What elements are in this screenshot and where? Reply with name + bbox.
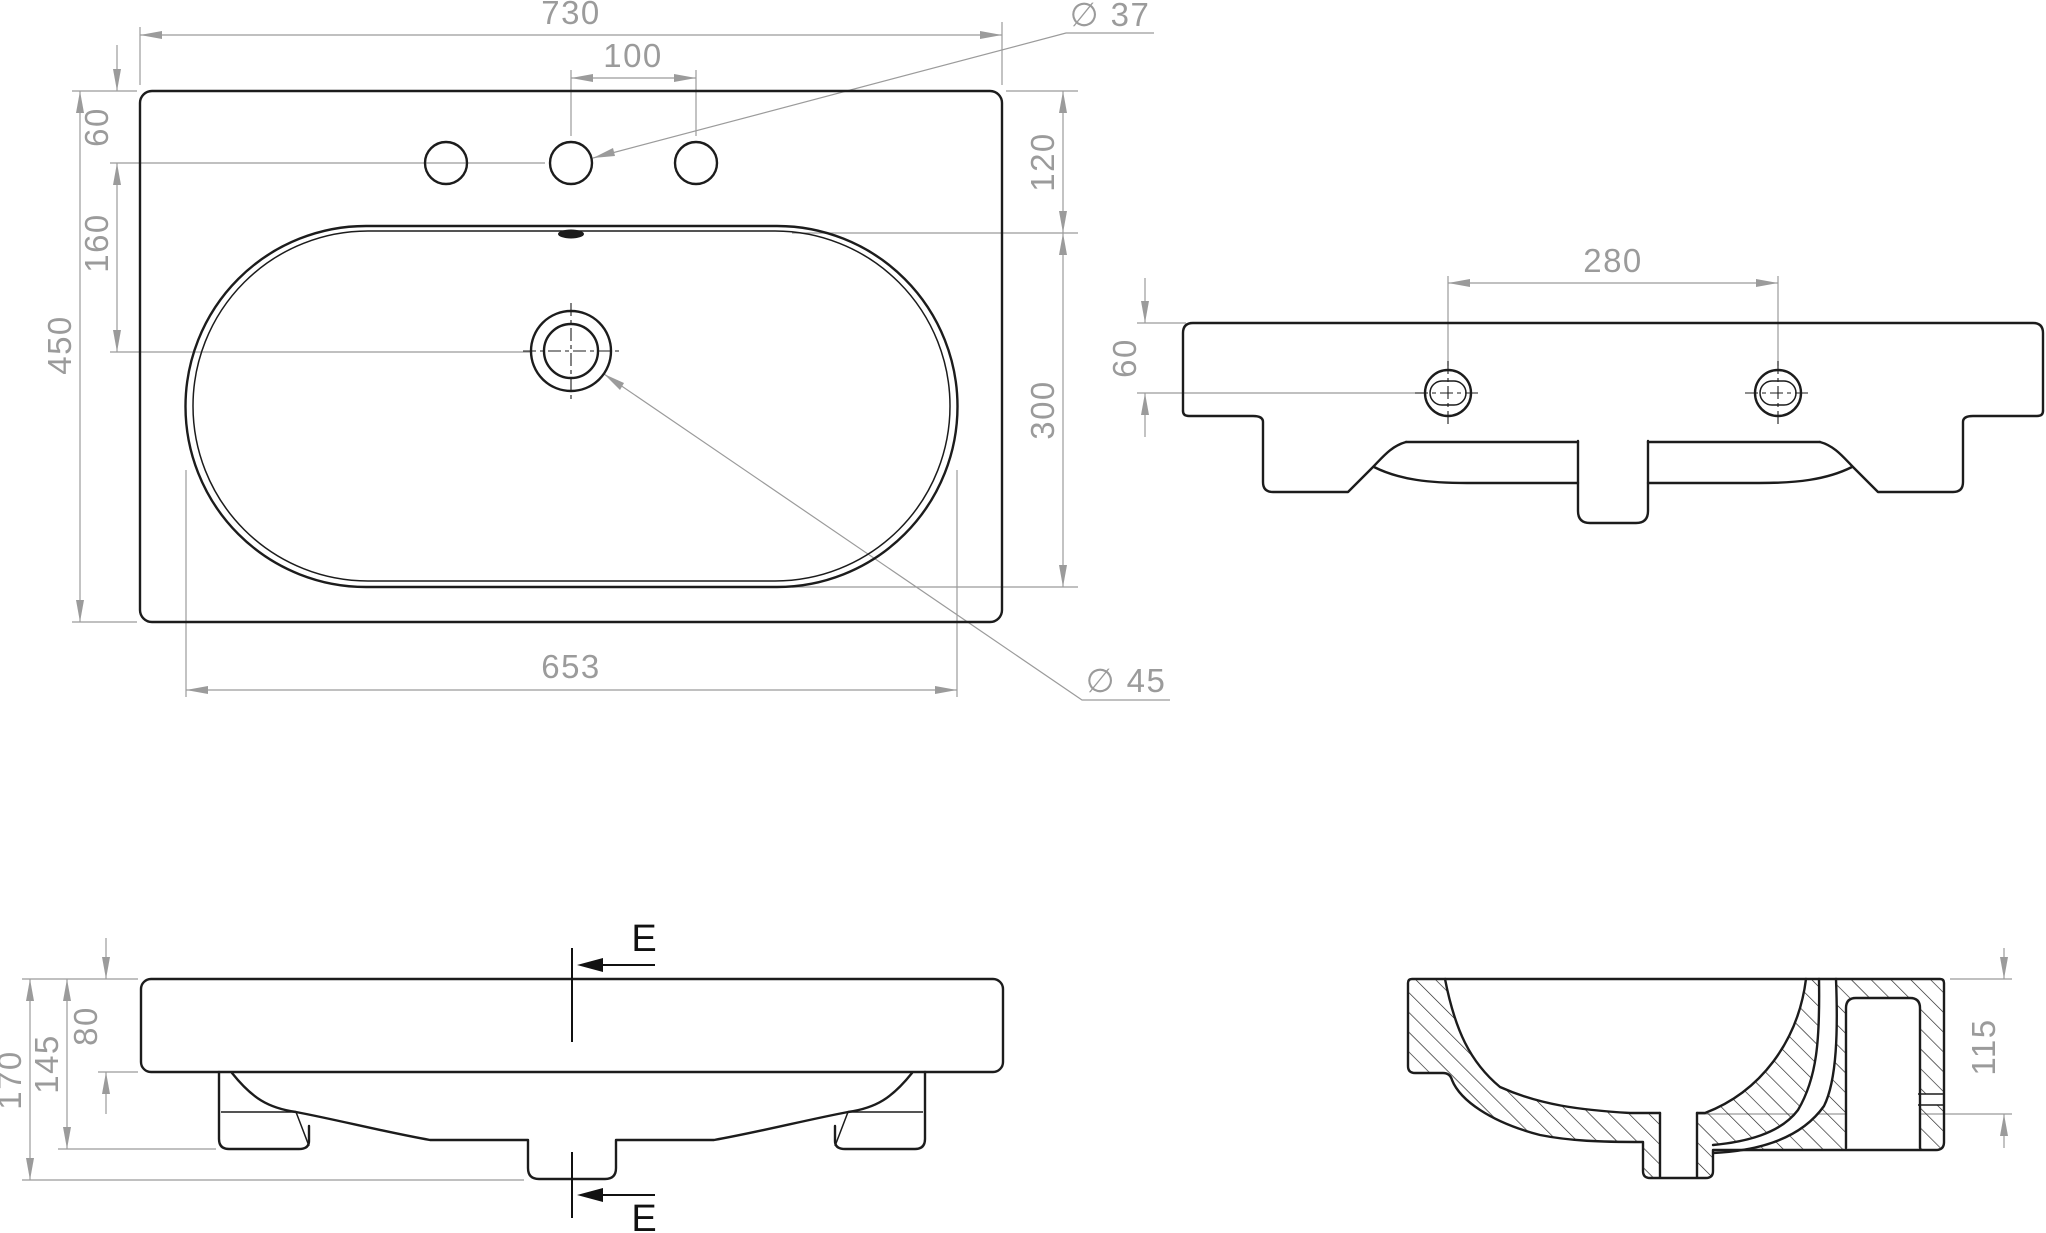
plan-basin-outer-edge: [184, 224, 959, 589]
rear-view: 280 60: [1106, 242, 2045, 525]
dim-faucet-holes-to-drain: 160: [78, 213, 115, 273]
front-view: E E 80 145 170: [0, 918, 1005, 1233]
section-arrow-bottom: [577, 1188, 603, 1202]
section-drain-bore-void: [1660, 1113, 1697, 1181]
section-label-bottom: E: [631, 1198, 656, 1233]
rear-bowl-underside-line: [1372, 465, 1854, 485]
section-pocket-void: [1846, 998, 1920, 1150]
front-left-bracket-detail: [221, 1111, 310, 1147]
section-label-top: E: [631, 918, 656, 960]
plan-view: 730 100 ∅ 37 60 160 450 120 300 653 ∅ 45: [41, 0, 1170, 701]
arrow-280-left: [1448, 279, 1470, 287]
arrow-100-right: [674, 74, 696, 82]
plan-basin-inner-edge: [192, 230, 951, 582]
section-geometry: [1406, 977, 1946, 1181]
front-left-bracket: [217, 1070, 311, 1151]
leader-drain-diameter: [603, 373, 1170, 701]
plan-dimension-lines: [72, 22, 1170, 701]
arrow-drain-diameter: [604, 374, 624, 390]
arrow-faucet-diameter: [593, 148, 615, 158]
dim-overall-width: 730: [541, 0, 601, 31]
section-ee-view: 115: [1406, 948, 2012, 1181]
front-dimension-lines: [22, 938, 524, 1181]
arrow-145-bottom: [63, 1127, 71, 1149]
arrow-60-top: [113, 69, 121, 91]
section-overflow-duct-void: [1713, 979, 1837, 1153]
leader-faucet-diameter: [592, 32, 1154, 159]
section-wall-groove-lines: [1918, 1093, 1944, 1106]
faucet-hole-center: [548, 140, 594, 186]
dim-rim-thickness: 80: [67, 1006, 104, 1046]
dim-basin-front-to-back: 300: [1024, 380, 1061, 440]
section-drain-bore-walls: [1658, 1111, 1699, 1179]
plan-dimension-texts: 730 100 ∅ 37 60 160 450 120 300 653 ∅ 45: [41, 0, 1167, 699]
arrow-160-top: [113, 163, 121, 185]
arrow-145-top: [63, 979, 71, 1001]
dim-rim-to-faucet-holes: 60: [78, 107, 115, 147]
rear-dimension-lines: [1137, 276, 1779, 437]
overflow-slot-mark: [558, 229, 584, 239]
arrow-300-bottom: [1059, 565, 1067, 587]
dim-basin-inner-depth: 115: [1965, 1018, 2002, 1075]
rear-drain-box: [1576, 439, 1650, 525]
section-cut-marks: E E: [571, 918, 657, 1233]
dim-top-to-bracket-bottom: 145: [28, 1034, 65, 1094]
arrow-280-right: [1756, 279, 1778, 287]
arrow-653-left: [186, 686, 208, 694]
arrow-160-bottom: [113, 330, 121, 352]
arrow-450-top: [76, 91, 84, 113]
arrow-300-top: [1059, 233, 1067, 255]
dim-rim-to-basin: 120: [1024, 132, 1061, 192]
arrow-60-rear-top: [1141, 301, 1149, 323]
dim-overall-depth: 450: [41, 315, 78, 375]
section-basin-profile: [1443, 977, 1808, 1115]
front-right-bracket: [833, 1070, 927, 1151]
section-arrow-top: [577, 958, 603, 972]
arrow-115-top: [2000, 957, 2008, 979]
arrow-80-bottom: [102, 1072, 110, 1094]
arrow-653-right: [935, 686, 957, 694]
front-dimension-texts: 80 145 170: [0, 1006, 104, 1110]
arrow-170-bottom: [26, 1158, 34, 1180]
dim-top-to-mounting-holes: 60: [1106, 338, 1143, 378]
rear-dimension-texts: 280 60: [1106, 242, 1643, 378]
arrow-115-bottom: [2000, 1114, 2008, 1136]
section-outer-profile: [1406, 977, 1946, 1180]
plan-rim-outline: [138, 89, 1004, 624]
dim-overall-height: 170: [0, 1050, 28, 1110]
faucet-hole-right: [673, 140, 719, 186]
rear-fascia-outline: [1181, 321, 2045, 413]
dim-faucet-hole-diameter: ∅ 37: [1070, 0, 1151, 33]
dim-mounting-hole-spacing: 280: [1583, 242, 1643, 279]
dim-basin-width: 653: [541, 648, 601, 685]
arrow-80-top: [102, 957, 110, 979]
arrow-120-top: [1059, 91, 1067, 113]
plan-geometry: [138, 89, 1004, 624]
rear-left-notch: [1181, 409, 1408, 494]
dim-faucet-hole-spacing: 100: [603, 37, 663, 74]
faucet-hole-left: [423, 140, 469, 186]
section-pocket-outline: [1844, 996, 1922, 1150]
rear-geometry: [1181, 321, 2045, 525]
section-wall-groove-void: [1918, 1094, 1944, 1105]
arrow-60-rear-bottom: [1141, 393, 1149, 415]
arrow-730-left: [140, 31, 162, 39]
section-basin-void: [1445, 979, 1806, 1113]
arrow-100-left: [571, 74, 593, 82]
section-dimension-texts: 115: [1965, 1018, 2002, 1075]
arrow-450-bottom: [76, 600, 84, 622]
arrow-730-right: [980, 31, 1002, 39]
dim-drain-diameter: ∅ 45: [1086, 662, 1167, 699]
section-overflow-duct-walls: [1711, 977, 1838, 1155]
rear-right-notch: [1818, 409, 2045, 494]
front-right-bracket-detail: [834, 1111, 923, 1147]
arrow-120-bottom: [1059, 211, 1067, 233]
arrow-170-top: [26, 979, 34, 1001]
